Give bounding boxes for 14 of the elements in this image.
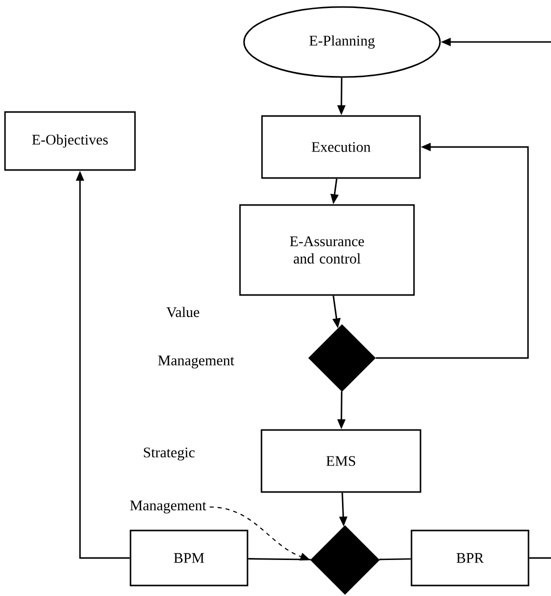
- ellipse-node: E-Planning: [243, 6, 441, 78]
- process-box: EMS: [260, 429, 422, 493]
- connector-line: [379, 558, 411, 560]
- process-box: BPR: [410, 530, 530, 586]
- process-box: BPM: [130, 530, 248, 586]
- node-text: Management: [130, 500, 206, 514]
- process-box: Execution: [261, 115, 421, 179]
- side-label: Value: [166, 306, 200, 318]
- process-box: E-Assurance and control: [239, 204, 415, 296]
- connector-line: [529, 557, 551, 559]
- connector-line: [248, 558, 311, 560]
- side-label: Management: [158, 356, 234, 368]
- process-box: E-Objectives: [4, 111, 136, 171]
- side-label: Strategic: [144, 448, 195, 460]
